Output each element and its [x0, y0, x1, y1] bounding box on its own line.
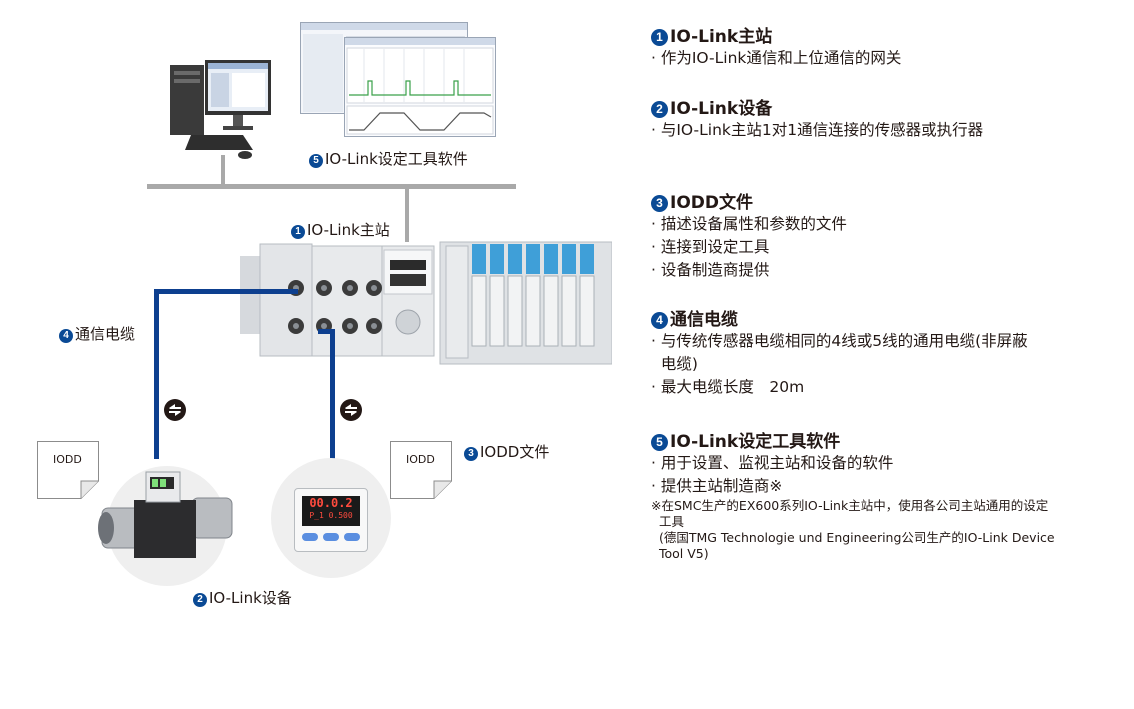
section-line: · 最大电缆长度 20m: [651, 378, 805, 396]
section-line: 电缆): [651, 355, 698, 373]
section-line: · 连接到设定工具: [651, 238, 770, 256]
section-line: · 描述设备属性和参数的文件: [651, 215, 847, 233]
footnote-line: Tool V5): [651, 546, 709, 561]
display-bottom-value: P_1 0.500: [309, 511, 353, 520]
cable-right-horizontal: [318, 329, 335, 334]
footnote-line: 工具: [651, 514, 684, 529]
number-badge-1: 1: [291, 225, 305, 239]
software-window-front: [344, 37, 496, 137]
pc-drop-line: [221, 155, 225, 186]
cable-left-vertical: [154, 289, 159, 459]
sensor-display-screen: 00.0.2 P_1 0.500: [302, 496, 360, 526]
footnote-line: ※在SMC生产的EX600系列IO-Link主站中，使用各公司主站通用的设定: [651, 498, 1049, 513]
section-line: · 用于设置、监视主站和设备的软件: [651, 454, 894, 472]
section-line: · 提供主站制造商※: [651, 477, 783, 495]
iodd-doc-label: IODD: [406, 453, 435, 466]
io-link-master-unit: [240, 241, 612, 365]
number-badge-2: 2: [193, 593, 207, 607]
number-badge-4: 4: [651, 312, 668, 329]
section-line: · 与传统传感器电缆相同的4线或5线的通用电缆(非屏蔽: [651, 332, 1028, 350]
display-top-value: 00.0.2: [309, 496, 353, 510]
number-badge-5: 5: [309, 154, 323, 168]
section-line: · 设备制造商提供: [651, 261, 770, 279]
flow-sensor-device: [98, 466, 233, 586]
iodd-document-icon-right: IODD: [390, 441, 452, 499]
iodd-document-icon-left: IODD: [37, 441, 99, 499]
sensor-display-panel: 00.0.2 P_1 0.500: [294, 488, 368, 552]
number-badge-5: 5: [651, 434, 668, 451]
footnote-line: (德国TMG Technologie und Engineering公司生产的I…: [651, 530, 1055, 545]
iodd-doc-label: IODD: [53, 453, 82, 466]
number-badge-1: 1: [651, 29, 668, 46]
sensor-button: [323, 533, 339, 541]
master-drop-line: [405, 186, 409, 242]
section-line: · 与IO-Link主站1对1通信连接的传感器或执行器: [651, 121, 984, 139]
sensor-button: [344, 533, 360, 541]
cable-right-vertical: [330, 329, 335, 461]
number-badge-2: 2: [651, 101, 668, 118]
communication-icon: [340, 399, 362, 421]
number-badge-3: 3: [651, 195, 668, 212]
number-badge-4: 4: [59, 329, 73, 343]
computer-icon: [170, 60, 271, 159]
cable-left-horizontal: [154, 289, 298, 294]
communication-icon: [164, 399, 186, 421]
section-line: · 作为IO-Link通信和上位通信的网关: [651, 49, 902, 67]
sensor-button: [302, 533, 318, 541]
network-bus: [147, 184, 516, 189]
number-badge-3: 3: [464, 447, 478, 461]
